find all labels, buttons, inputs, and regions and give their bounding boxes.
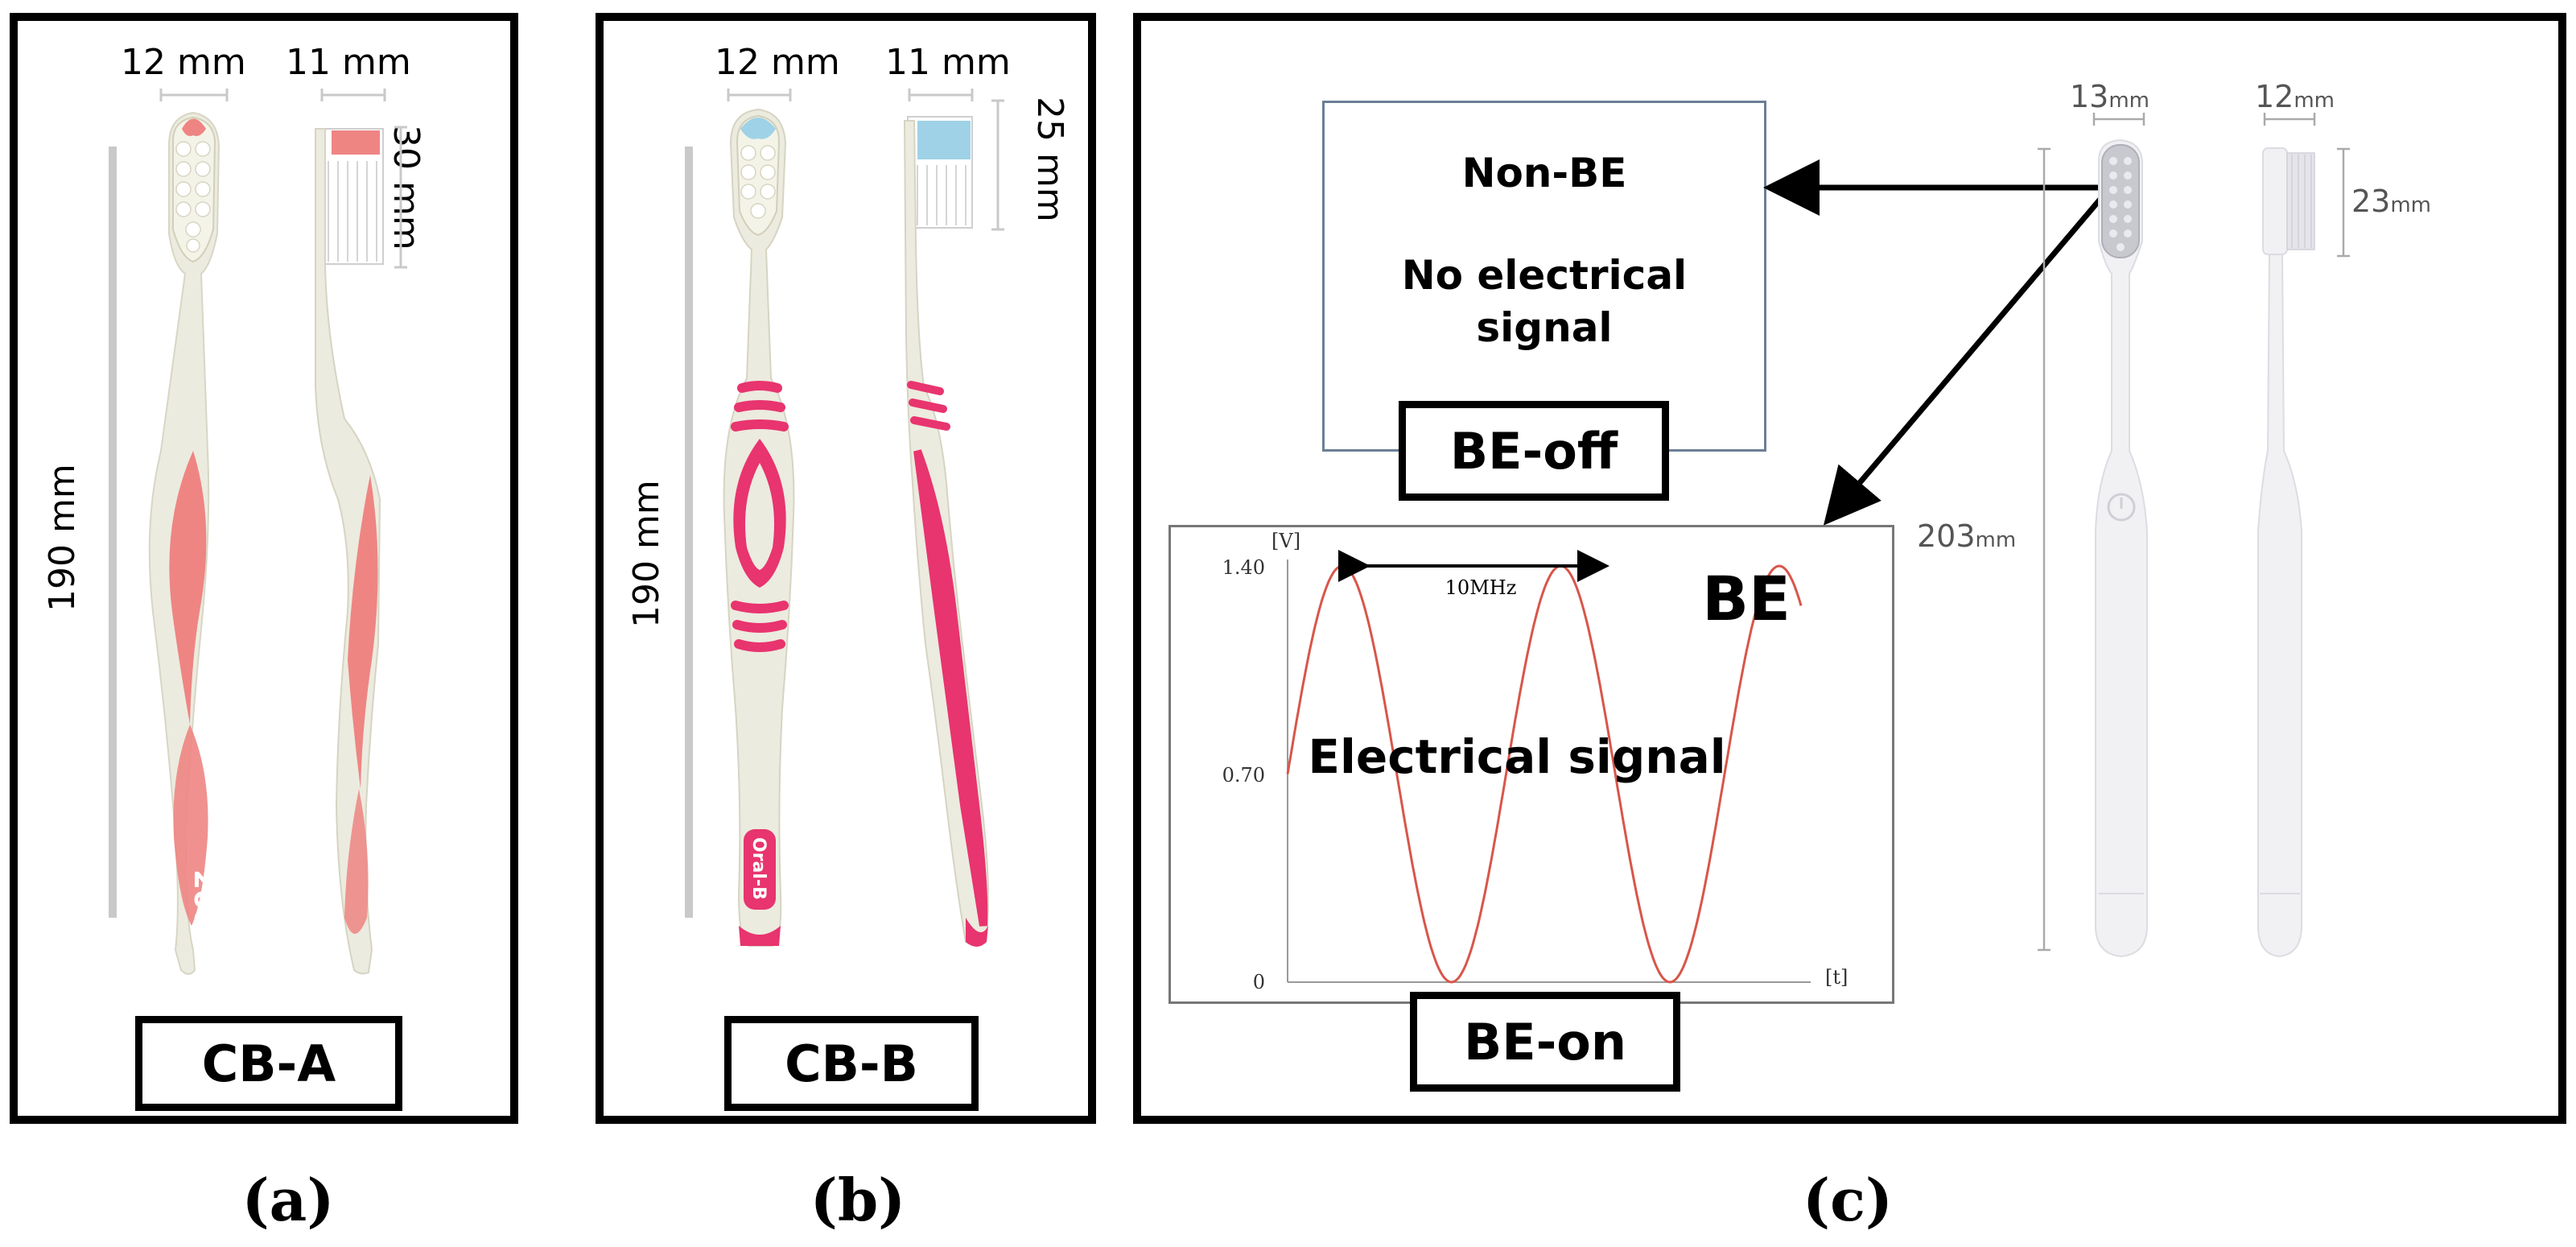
ct-head-length: 23mm bbox=[2351, 184, 2432, 219]
non-be-line1: No electrical bbox=[1401, 252, 1688, 299]
be-chart-annotation: Electrical signal bbox=[1308, 729, 1725, 784]
ct-head-width: 13mm bbox=[2070, 79, 2150, 114]
be-chart-y-unit: [V] bbox=[1272, 530, 1300, 552]
non-be-title: Non-BE bbox=[1461, 150, 1627, 196]
ct-side-width: 12mm bbox=[2255, 79, 2335, 114]
cb-a-brand-text: 2080 bbox=[188, 869, 221, 950]
caption-a: (a) bbox=[241, 1166, 335, 1234]
cb-a-side-brush bbox=[315, 128, 384, 975]
arrow-to-be bbox=[1823, 185, 2112, 526]
cb-b-dimension-lines bbox=[685, 89, 1004, 918]
cb-b-side-width: 11 mm bbox=[885, 42, 1011, 83]
ct-side-brush bbox=[2257, 147, 2315, 958]
be-chart-freq-label: 10MHz bbox=[1445, 576, 1517, 599]
ct-total-length: 203mm bbox=[1917, 518, 2017, 554]
non-be-line2: signal bbox=[1476, 304, 1613, 351]
be-chart-sine-series bbox=[1286, 564, 1803, 984]
be-on-label: BE-on bbox=[1410, 992, 1680, 1092]
panel-b bbox=[596, 13, 1096, 1124]
caption-c: (c) bbox=[1803, 1166, 1893, 1234]
ct-dimension-lines bbox=[2038, 113, 2350, 952]
caption-b: (b) bbox=[810, 1166, 906, 1234]
be-chart-title: BE bbox=[1702, 563, 1791, 634]
cb-b-brand-text: Oral-B bbox=[748, 837, 769, 900]
cb-b-front-brush: Oral-B bbox=[723, 108, 795, 947]
be-chart-y-tick-mid: 0.70 bbox=[1222, 764, 1265, 787]
cb-b-side-brush bbox=[903, 116, 989, 947]
cb-a-dimension-lines bbox=[109, 89, 407, 918]
non-be-box: Non-BE No electrical signal bbox=[1322, 101, 1766, 452]
cb-a-side-width: 11 mm bbox=[286, 42, 411, 83]
be-chart-x-unit: [t] bbox=[1825, 966, 1848, 989]
cb-b-label: CB-B bbox=[724, 1016, 979, 1111]
panel-a bbox=[10, 13, 518, 1124]
be-chart-y-tick-max: 1.40 bbox=[1222, 556, 1265, 579]
signal-arrows bbox=[1763, 159, 2112, 526]
cb-a-label: CB-A bbox=[135, 1016, 402, 1111]
be-chart-y-tick-zero: 0 bbox=[1253, 971, 1265, 993]
cb-a-front-brush: 2080 bbox=[148, 111, 221, 975]
cb-a-head-width: 12 mm bbox=[121, 42, 246, 83]
ct-front-brush bbox=[2095, 138, 2148, 958]
be-chart: [V] [t] 1.40 0.70 0 10MHz BE Electrical … bbox=[1222, 530, 1849, 993]
cb-b-head-width: 12 mm bbox=[715, 42, 840, 83]
be-off-label: BE-off bbox=[1399, 401, 1669, 501]
